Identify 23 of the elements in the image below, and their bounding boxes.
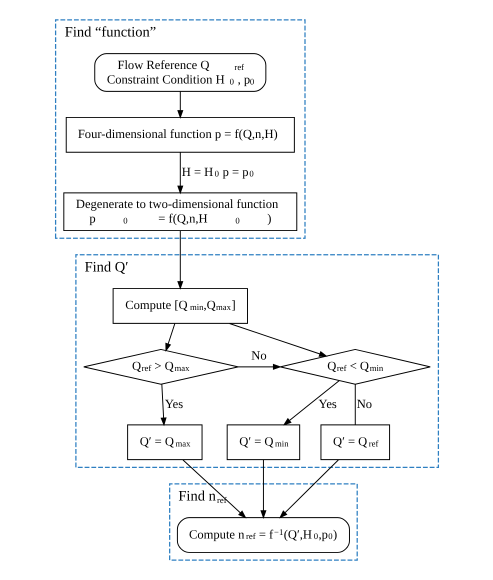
edge-label: No xyxy=(250,348,266,363)
arrow xyxy=(282,380,340,426)
node-box: Compute [Qmin,Qmax] xyxy=(112,288,248,324)
edge-label: No xyxy=(356,396,372,411)
edge-label: H = H0 p = p0 xyxy=(181,164,254,179)
node-box: Q′ = Qmax xyxy=(126,424,202,460)
arrow xyxy=(260,459,266,519)
connector xyxy=(354,384,356,426)
arrow xyxy=(160,384,166,426)
node-diamond: Qref > Qmax xyxy=(82,348,238,385)
arrow xyxy=(237,364,282,370)
edge-label: Yes xyxy=(164,396,183,411)
node-box: Four-dimensional function p = f(Q,n,H) xyxy=(65,116,294,153)
edge-label: Yes xyxy=(318,396,336,411)
arrow xyxy=(182,459,246,519)
arrow xyxy=(228,323,328,357)
node-box: Q′ = Qref xyxy=(320,424,390,460)
arrow xyxy=(176,91,183,119)
node-box: Q′ = Qmin xyxy=(226,424,300,460)
arrow xyxy=(278,459,338,519)
arrow xyxy=(164,323,175,352)
arrow xyxy=(176,152,183,194)
arrow xyxy=(176,230,183,290)
